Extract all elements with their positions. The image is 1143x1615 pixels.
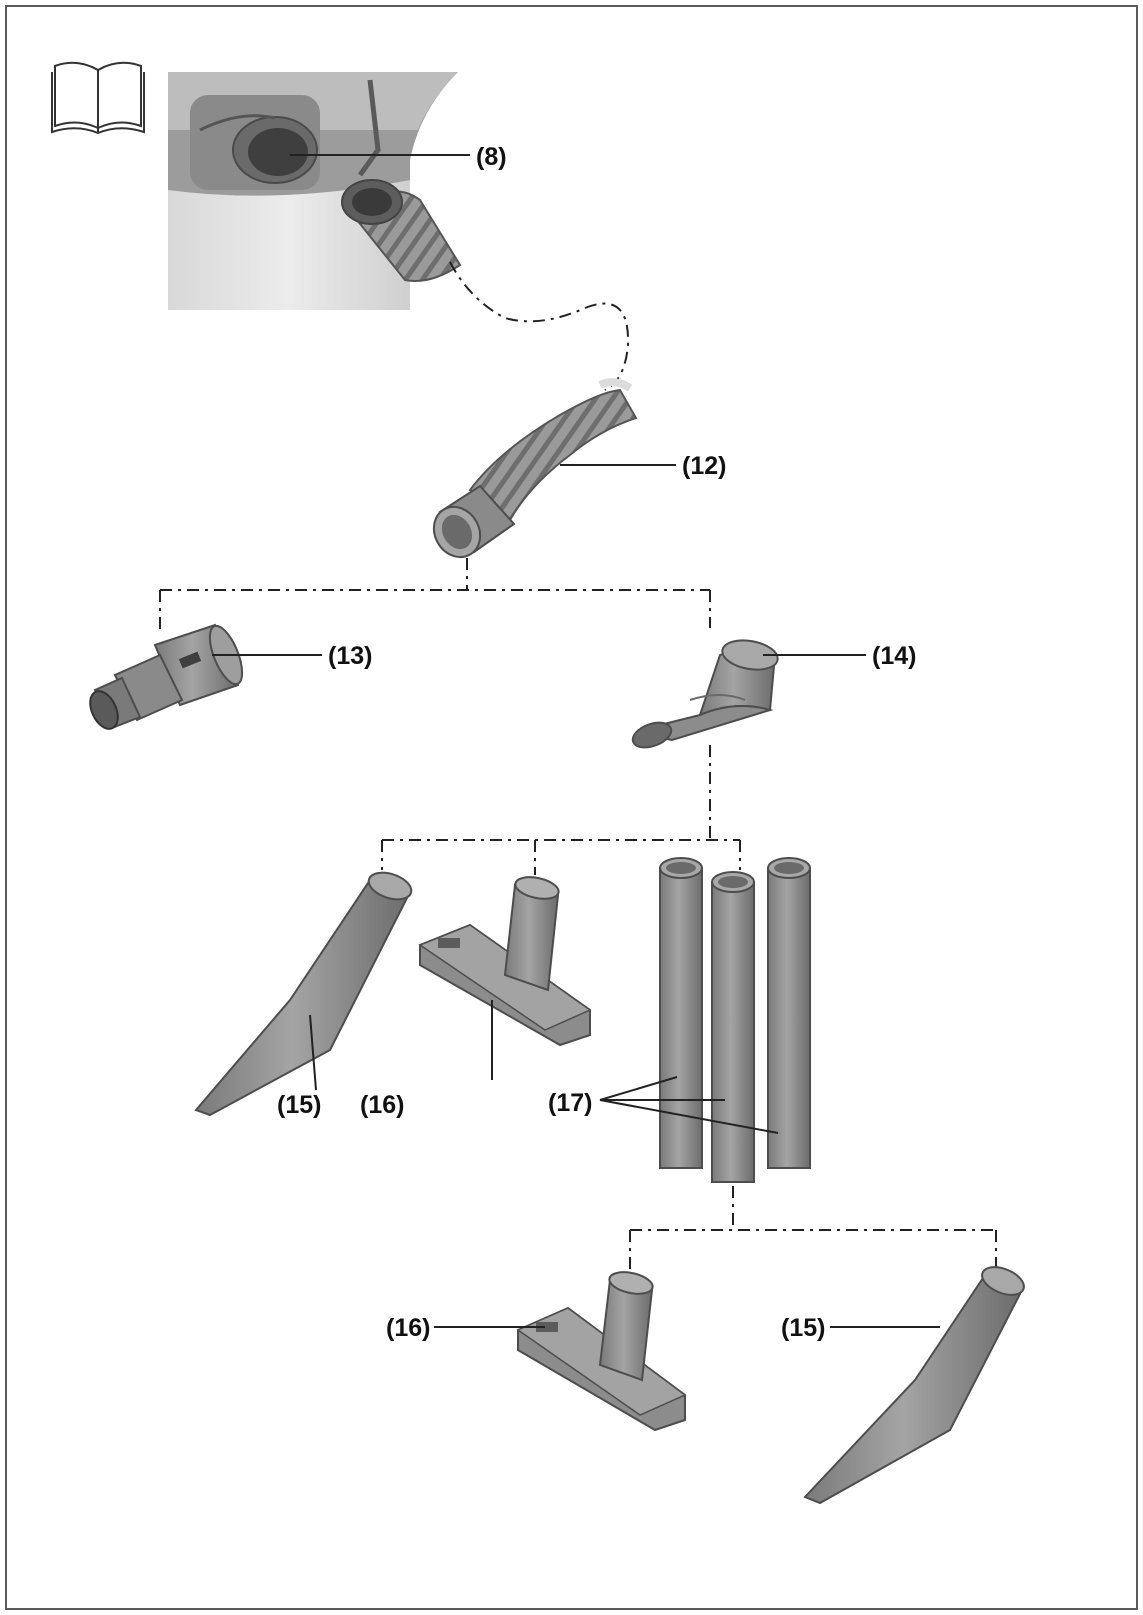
extension-tube-3 — [767, 857, 811, 1169]
callout-suction-hose: (12) — [682, 452, 726, 480]
hose-end-attached — [341, 179, 462, 282]
hose-elbow — [631, 639, 779, 749]
callout-tool-adapter: (13) — [328, 642, 372, 670]
callout-upholstery-nozzle-bottom: (16) — [386, 1314, 430, 1342]
extension-tube-1 — [659, 857, 703, 1169]
extension-tubes — [659, 857, 811, 1183]
callout-extension-tubes: (17) — [548, 1089, 592, 1117]
machine-photo — [168, 72, 462, 310]
callout-upholstery-nozzle-top: (16) — [360, 1091, 404, 1119]
upholstery-nozzle-top — [418, 876, 592, 1047]
page-frame — [5, 5, 1138, 1610]
crevice-nozzle-bottom — [803, 1266, 1025, 1505]
upholstery-nozzle-bottom — [516, 1271, 687, 1432]
extension-tube-2 — [711, 871, 755, 1183]
crevice-nozzle-top — [194, 871, 413, 1117]
connection-lines-level-1 — [159, 558, 711, 632]
callout-crevice-nozzle-top: (15) — [277, 1091, 321, 1119]
suction-hose — [432, 388, 638, 559]
connection-lines-level-3 — [629, 1186, 997, 1318]
leader-lines — [212, 154, 940, 1328]
callout-crevice-nozzle-bottom: (15) — [781, 1314, 825, 1342]
callout-hose-elbow: (14) — [872, 642, 916, 670]
tool-adapter — [89, 623, 244, 730]
hose-continuation-line — [449, 261, 630, 391]
callout-hose-socket: (8) — [476, 143, 507, 171]
connection-lines-level-2 — [381, 745, 741, 875]
open-book-icon — [51, 61, 145, 135]
